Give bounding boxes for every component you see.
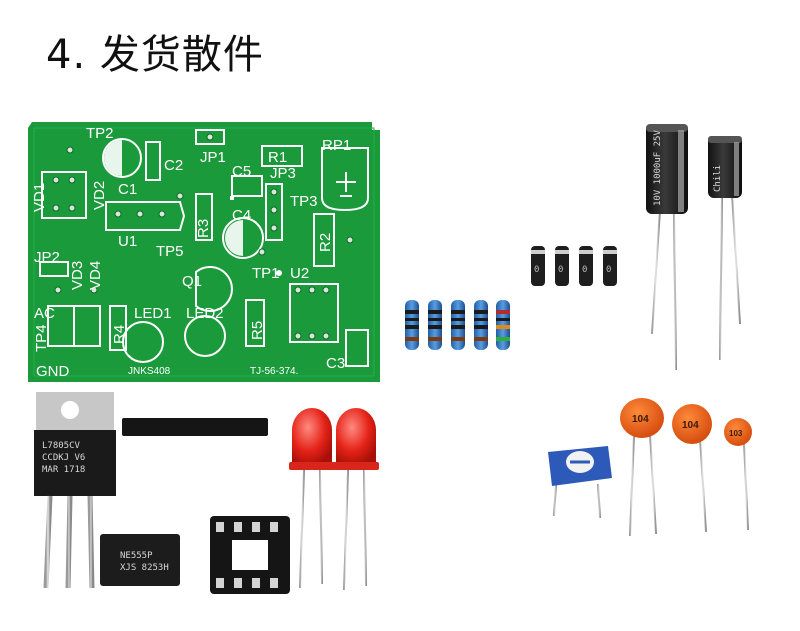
ic-line: XJS 8253H: [120, 563, 169, 573]
ceramic-capacitors: 104 104 103: [620, 398, 752, 540]
silk-label: R4: [111, 325, 128, 344]
silk-label: C5: [232, 163, 251, 180]
voltage-regulator: L7805CV CCDKJ V6 MAR 1718: [34, 392, 116, 589]
silk-label: JP2: [34, 249, 60, 266]
silk-label: TP4: [33, 324, 50, 352]
ic-line: NE555P: [120, 551, 153, 561]
regulator-line: L7805CV: [42, 441, 81, 451]
silk-label: C1: [118, 181, 137, 198]
silk-label: C2: [164, 157, 183, 174]
silk-board-date: TJ-56-374.: [250, 366, 298, 377]
silk-label: R1: [268, 149, 287, 166]
silk-label: TP3: [290, 193, 318, 210]
silk-label: AC: [34, 305, 55, 322]
silk-label: R5: [249, 321, 266, 340]
regulator-line: MAR 1718: [42, 465, 85, 475]
page-title: 4. 发货散件: [46, 32, 264, 78]
capacitor-rating: 10V 1000uF 25V: [653, 130, 663, 206]
ic-socket: [210, 516, 290, 594]
silk-label: TP2: [86, 125, 114, 142]
ceramic-code: 103: [729, 429, 743, 438]
silk-label: LED1: [134, 305, 172, 322]
ne555-chip: NE555P XJS 8253H: [100, 528, 180, 596]
diode-mark: 0: [606, 265, 611, 275]
silk-label: U1: [118, 233, 137, 250]
regulator-line: CCDKJ V6: [42, 453, 85, 463]
diode-mark: 0: [534, 265, 539, 275]
ceramic-code: 104: [632, 414, 649, 425]
silk-label: TP1: [252, 265, 280, 282]
resistors: [405, 122, 510, 532]
silk-label: Q1: [182, 273, 202, 290]
silk-label: C3: [326, 355, 345, 372]
led-pair: [289, 408, 379, 591]
silk-label: VD4: [87, 261, 104, 290]
silk-label: TP5: [156, 243, 184, 260]
diode-mark: 0: [582, 265, 587, 275]
pin-header: [122, 404, 268, 476]
trimmer-potentiometer: [548, 446, 612, 520]
diodes: 0 0 0 0: [531, 122, 617, 410]
silk-label: R3: [195, 219, 212, 238]
silk-board-code: JNKS408: [128, 366, 171, 377]
silk-label: LED2: [186, 305, 224, 322]
capacitor-brand: Chili: [713, 165, 723, 192]
pcb-board: TP2 C2 JP1 R1 RP1 VD1 VD2 C1 C5 JP3 TP3 …: [28, 122, 380, 382]
silk-label: VD2: [91, 181, 108, 210]
silk-label: JP3: [270, 165, 296, 182]
silk-label: RP1: [322, 137, 351, 154]
silk-label: VD3: [69, 261, 86, 290]
silk-label: C4: [232, 207, 251, 224]
diode-mark: 0: [558, 265, 563, 275]
ceramic-code: 104: [682, 420, 699, 431]
electrolytic-capacitors: 10V 1000uF 25V Chili: [646, 124, 742, 371]
silk-label: GND: [36, 363, 70, 380]
silk-label: U2: [290, 265, 309, 282]
silk-label: JP1: [200, 149, 226, 166]
silk-label: R2: [317, 233, 334, 252]
silk-label: VD1: [31, 183, 48, 212]
